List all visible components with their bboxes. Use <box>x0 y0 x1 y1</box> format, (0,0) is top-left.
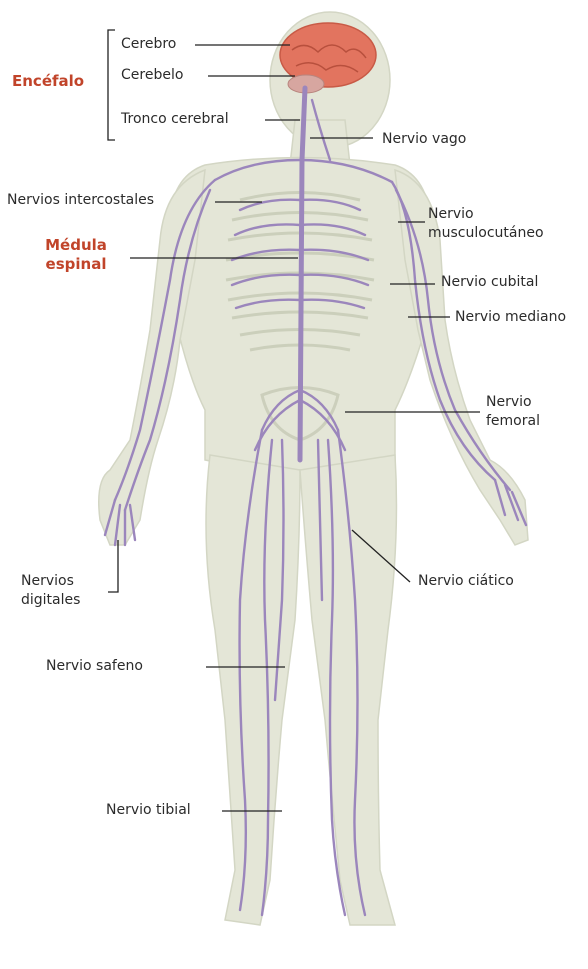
label-nervio-femoral: Nervio femoral <box>486 393 540 431</box>
label-nervio-musculocutaneo: Nervio musculocutáneo <box>428 205 544 243</box>
label-medula-espinal: Médula espinal <box>26 236 126 274</box>
label-nervios-digitales: Nervios digitales <box>21 572 80 610</box>
label-digitales-line2: digitales <box>21 591 80 610</box>
label-musculo-line2: musculocutáneo <box>428 224 544 243</box>
label-nervio-ciatico: Nervio ciático <box>418 572 514 591</box>
label-musculo-line1: Nervio <box>428 205 544 224</box>
label-nervio-vago: Nervio vago <box>382 130 466 149</box>
label-femoral-line2: femoral <box>486 412 540 431</box>
label-medula-line2: espinal <box>26 255 126 274</box>
label-femoral-line1: Nervio <box>486 393 540 412</box>
label-nervios-intercostales: Nervios intercostales <box>7 191 154 210</box>
label-cerebelo: Cerebelo <box>121 66 183 85</box>
label-cerebro: Cerebro <box>121 35 176 54</box>
label-medula-line1: Médula <box>26 236 126 255</box>
label-tronco-cerebral: Tronco cerebral <box>121 110 229 129</box>
label-encefalo: Encéfalo <box>12 72 84 91</box>
label-nervio-mediano: Nervio mediano <box>455 308 566 327</box>
label-nervio-safeno: Nervio safeno <box>46 657 143 676</box>
label-nervio-tibial: Nervio tibial <box>106 801 191 820</box>
label-nervio-cubital: Nervio cubital <box>441 273 538 292</box>
label-digitales-line1: Nervios <box>21 572 80 591</box>
